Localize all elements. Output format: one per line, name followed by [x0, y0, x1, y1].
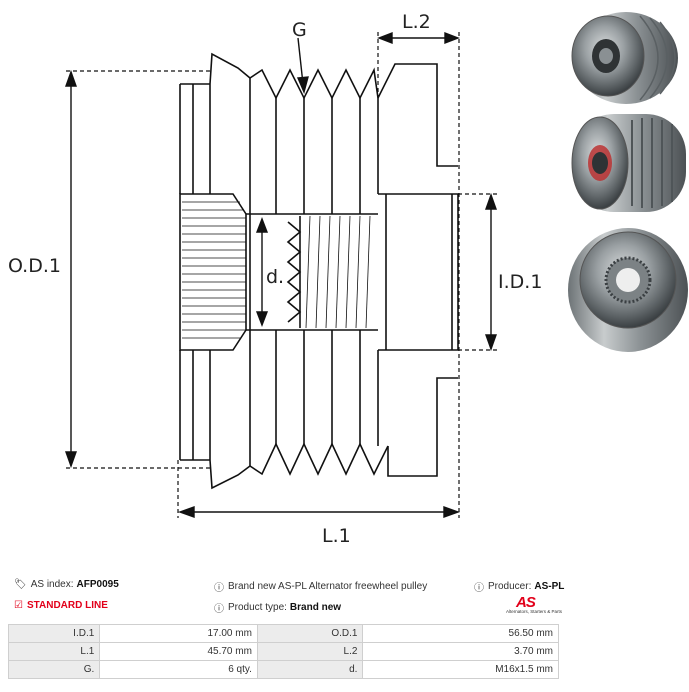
label-inner-diameter: I.D.1 [498, 271, 542, 293]
logo-tagline: Alternators, Starters & Parts [506, 609, 563, 614]
info-circle-icon: ⓘ [474, 583, 484, 594]
product-photo-front [568, 228, 688, 352]
spline-hatching [182, 201, 246, 339]
producer-value: AS-PL [534, 581, 565, 592]
line-label: STANDARD LINE [26, 600, 108, 611]
checkbox-check-icon: ☑ [14, 600, 23, 611]
spec-label: O.D.1 [256, 624, 364, 643]
product-type-label: Product type: [228, 602, 287, 613]
spec-table: I.D.1 17.00 mm O.D.1 56.50 mm L.1 45.70 … [7, 624, 559, 679]
description: ⓘ Brand new AS-PL Alternator freewheel p… [214, 579, 427, 594]
label-thread: d. [266, 266, 284, 288]
product-type: ⓘ Product type: Brand new [214, 600, 341, 615]
spec-value: 45.70 mm [99, 642, 258, 661]
pulley-outline [179, 52, 459, 490]
spec-label: G. [7, 660, 101, 679]
as-index: 🏷︎ AS index: AFP0095 [14, 579, 119, 590]
producer: ⓘ Producer: AS-PL [474, 579, 564, 594]
dimension-arrows [65, 31, 497, 518]
product-type-value: Brand new [289, 602, 342, 613]
spec-value: M16x1.5 mm [362, 660, 559, 679]
spec-label: L.2 [256, 642, 364, 661]
table-row: L.1 45.70 mm L.2 3.70 mm [7, 642, 559, 661]
label-length1: L.1 [322, 525, 351, 547]
spec-value: 56.50 mm [362, 624, 559, 643]
info-circle-icon: ⓘ [214, 583, 224, 594]
pulley-technical-drawing: G L.2 O.D.1 d. I.D.1 L.1 [8, 11, 688, 547]
spec-value: 6 qty. [99, 660, 258, 679]
as-index-label: AS index: [30, 579, 74, 590]
info-circle-icon: ⓘ [214, 604, 224, 615]
spec-value: 3.70 mm [362, 642, 559, 661]
description-text: Brand new AS-PL Alternator freewheel pul… [228, 581, 428, 592]
label-length2: L.2 [402, 11, 431, 33]
as-index-value: AFP0095 [76, 579, 119, 590]
spec-label: L.1 [7, 642, 101, 661]
table-row: I.D.1 17.00 mm O.D.1 56.50 mm [7, 624, 559, 643]
product-photo-angle [571, 12, 678, 104]
spec-label: I.D.1 [7, 624, 101, 643]
product-photo-side [571, 114, 686, 212]
label-outer-diameter: O.D.1 [8, 255, 61, 277]
as-logo: AS Alternators, Starters & Parts [506, 594, 562, 616]
spec-label: d. [256, 660, 364, 679]
extension-lines [66, 32, 498, 518]
label-groove: G [292, 19, 307, 41]
table-row: G. 6 qty. d. M16x1.5 mm [7, 660, 559, 679]
logo-mark: AS [516, 594, 536, 611]
producer-label: Producer: [488, 581, 532, 592]
standard-line: ☑ STANDARD LINE [14, 600, 108, 611]
spec-value: 17.00 mm [99, 624, 258, 643]
thread-hatching [305, 215, 371, 329]
tag-icon: 🏷︎ [14, 579, 27, 590]
